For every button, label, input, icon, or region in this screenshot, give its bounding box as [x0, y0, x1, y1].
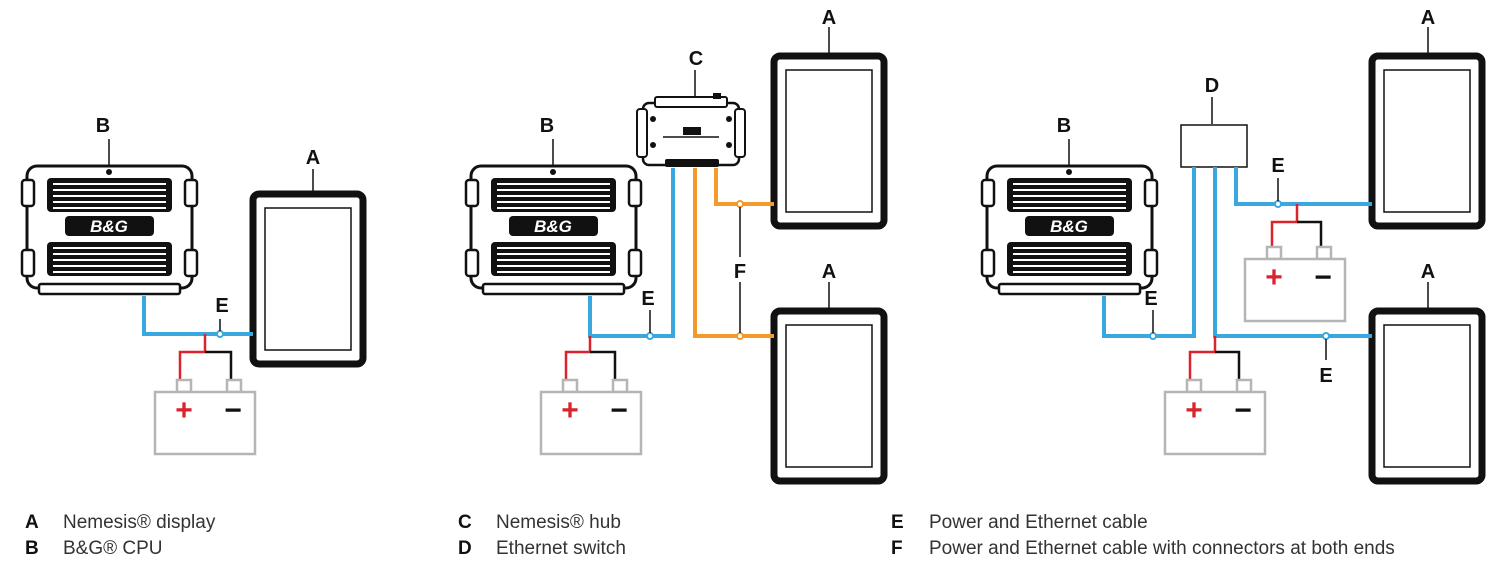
legend-item: B B&G® CPU [25, 536, 215, 562]
callout-f: F [734, 261, 746, 283]
legend-key: D [458, 538, 472, 559]
battery-panel2: + − [539, 378, 643, 456]
panel-3: B&G B D A A E E E [980, 7, 1482, 481]
nemesis-display-panel2-top [774, 56, 884, 226]
battery-minus: − [1314, 261, 1332, 294]
power-ethernet-cable-panel1 [142, 296, 253, 336]
legend-key: E [891, 512, 904, 533]
legend-text: Power and Ethernet cable [929, 512, 1148, 533]
legend-text: Nemesis® display [63, 512, 216, 533]
battery-panel3-lower: + − [1163, 378, 1267, 456]
panel-2: B&G B C A A [464, 7, 884, 481]
legend-key: A [25, 512, 39, 533]
nemesis-display-panel2-bottom [774, 311, 884, 481]
legend-item: C Nemesis® hub [458, 510, 626, 536]
nemesis-display-panel3-top [1372, 56, 1482, 226]
connector-cable-to-bottom-display [693, 168, 774, 338]
battery-plus: + [175, 394, 193, 427]
cpu-logo-text: B&G [1050, 217, 1088, 236]
legend-key: F [891, 538, 903, 559]
battery-minus: − [1234, 394, 1252, 427]
nemesis-display-panel1 [253, 194, 363, 364]
cpu-logo-text: B&G [534, 217, 572, 236]
callout-a-panel3-bottom: A [1421, 261, 1435, 283]
battery-panel1: + − [153, 378, 257, 456]
ethernet-switch [1180, 124, 1248, 168]
callout-c: C [689, 48, 703, 70]
legend-text: Ethernet switch [496, 538, 626, 559]
legend-key: C [458, 512, 472, 533]
cpu-logo-text: B&G [90, 217, 128, 236]
callout-a-panel1: A [306, 147, 320, 169]
cpu-unit-panel2: B&G [464, 164, 643, 296]
connector-cable-to-top-display [714, 168, 774, 206]
battery-plus: + [561, 394, 579, 427]
callout-a-panel2-bottom: A [822, 261, 836, 283]
battery-minus: − [610, 394, 628, 427]
callout-e-panel1: E [215, 295, 228, 317]
callout-e-panel3-bottom: E [1319, 365, 1332, 387]
legend-item: F Power and Ethernet cable with connecto… [891, 536, 1395, 562]
callout-e-panel3-top: E [1271, 155, 1284, 177]
power-ethernet-cable-switch-top-display [1234, 167, 1372, 206]
cpu-unit-panel1: B&G [20, 164, 199, 296]
nemesis-hub [636, 93, 746, 167]
callout-b-panel2: B [540, 115, 554, 137]
callout-e-panel3-left: E [1144, 288, 1157, 310]
legend-column-2: C Nemesis® hub D Ethernet switch [458, 510, 626, 562]
legend-item: A Nemesis® display [25, 510, 215, 536]
panel-1: B&G B A E + − [20, 115, 363, 456]
legend-text: B&G® CPU [63, 538, 163, 559]
legend-text: Nemesis® hub [496, 512, 621, 533]
legend-item: D Ethernet switch [458, 536, 626, 562]
battery-minus: − [224, 394, 242, 427]
legend-text: Power and Ethernet cable with connectors… [929, 538, 1395, 559]
callout-a-panel3-top: A [1421, 7, 1435, 29]
power-ethernet-cable-panel2 [588, 168, 675, 338]
battery-plus: + [1185, 394, 1203, 427]
callout-d: D [1205, 75, 1219, 97]
legend-key: B [25, 538, 39, 559]
battery-plus: + [1265, 261, 1283, 294]
legend-item: E Power and Ethernet cable [891, 510, 1395, 536]
legend-column-3: E Power and Ethernet cable F Power and E… [891, 510, 1395, 562]
legend-column-1: A Nemesis® display B B&G® CPU [25, 510, 215, 562]
callout-a-panel2-top: A [822, 7, 836, 29]
cpu-unit-panel3: B&G [980, 164, 1159, 296]
callout-b-panel1: B [96, 115, 110, 137]
callout-b-panel3: B [1057, 115, 1071, 137]
nemesis-display-panel3-bottom [1372, 311, 1482, 481]
callout-e-panel2: E [641, 288, 654, 310]
battery-panel3-upper: + − [1243, 245, 1347, 323]
